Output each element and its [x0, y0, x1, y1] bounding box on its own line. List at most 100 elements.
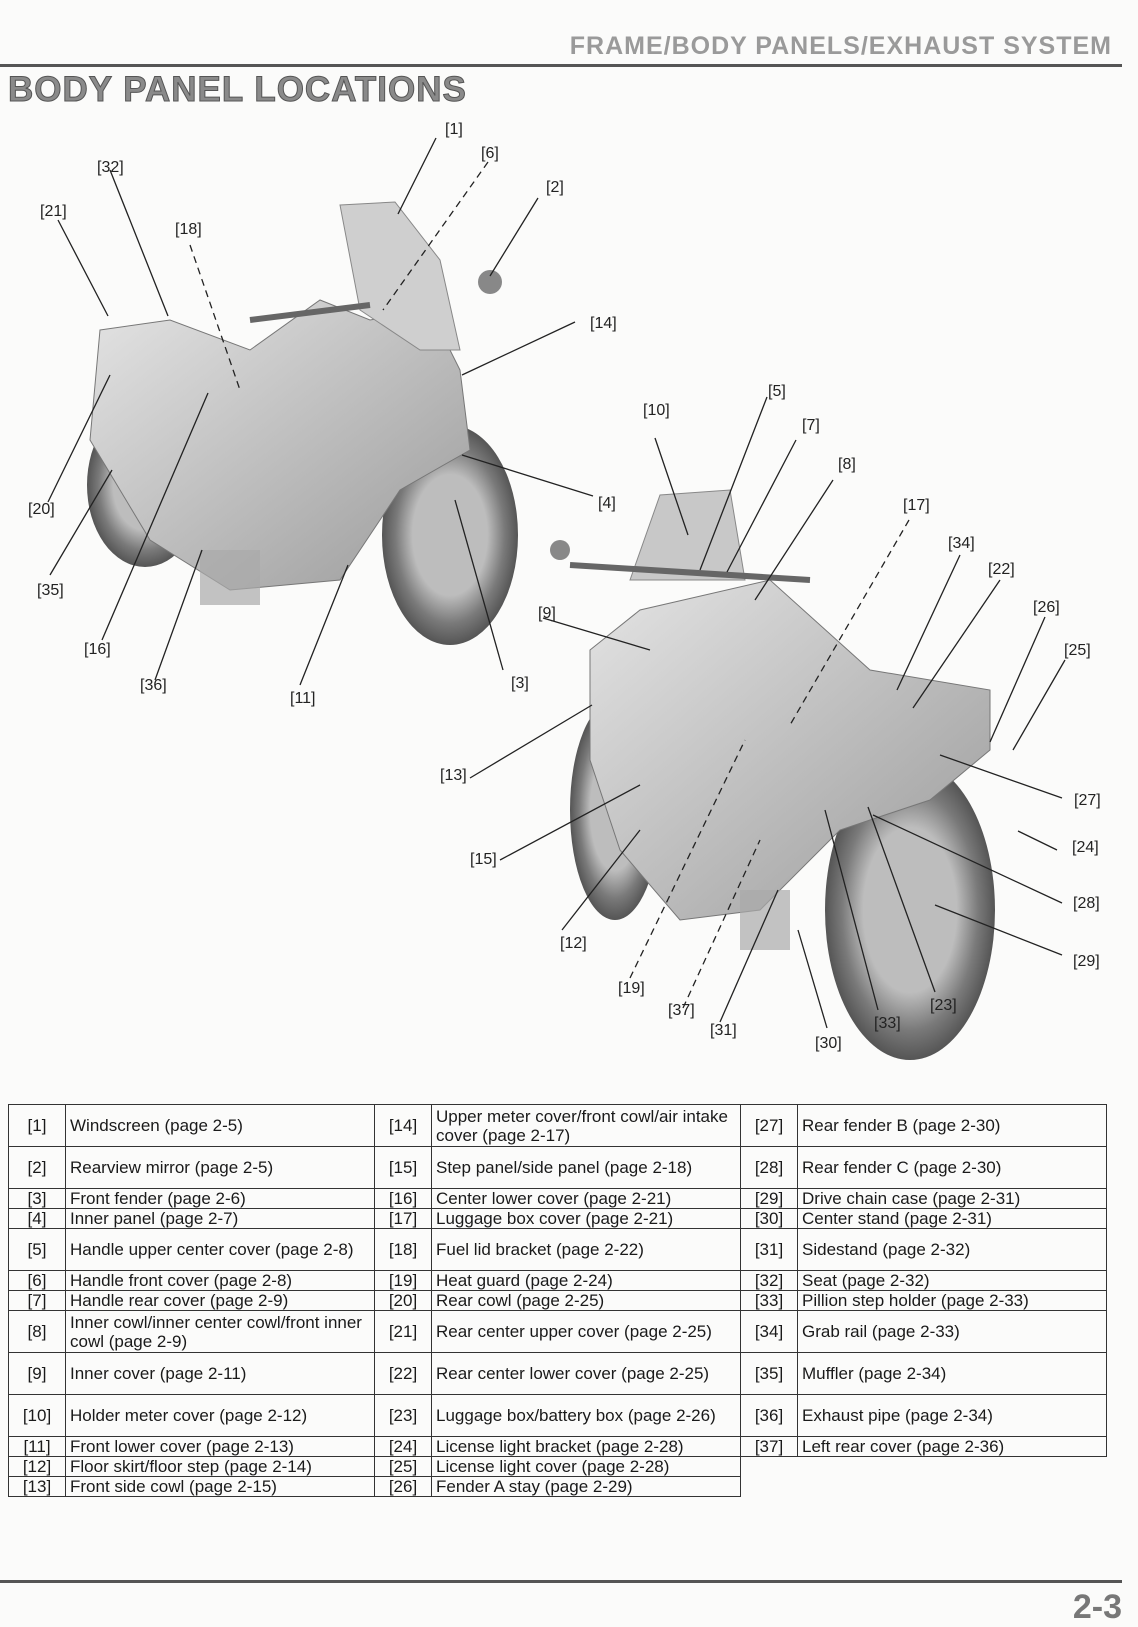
table-row: [4]Inner panel (page 2-7)[17]Luggage box…	[8, 1208, 1107, 1229]
part-number: [8]	[8, 1310, 66, 1353]
callout-8: [8]	[838, 456, 856, 473]
part-number: [17]	[374, 1208, 432, 1229]
part-name: Step panel/side panel (page 2-18)	[431, 1146, 741, 1189]
callout-24: [24]	[1072, 839, 1099, 856]
callout-27: [27]	[1074, 792, 1101, 809]
part-number: [36]	[740, 1394, 798, 1437]
part-number: [9]	[8, 1352, 66, 1395]
part-name: Luggage box/battery box (page 2-26)	[431, 1394, 741, 1437]
part-name: Exhaust pipe (page 2-34)	[797, 1394, 1107, 1437]
callout-14: [14]	[590, 315, 617, 332]
part-number: [33]	[740, 1290, 798, 1311]
table-row: [5]Handle upper center cover (page 2-8)[…	[8, 1228, 1107, 1271]
part-number: [10]	[8, 1394, 66, 1437]
table-row: [6]Handle front cover (page 2-8)[19]Heat…	[8, 1270, 1107, 1291]
callout-7: [7]	[802, 417, 820, 434]
table-row: [13]Front side cowl (page 2-15)[26]Fende…	[8, 1476, 1107, 1497]
part-number: [6]	[8, 1270, 66, 1291]
table-row: [11]Front lower cover (page 2-13)[24]Lic…	[8, 1436, 1107, 1457]
part-name: Fuel lid bracket (page 2-22)	[431, 1228, 741, 1271]
windscreen	[339, 201, 461, 351]
part-number: [30]	[740, 1208, 798, 1229]
part-name: Fender A stay (page 2-29)	[431, 1476, 741, 1497]
page-title: BODY PANEL LOCATIONS	[8, 70, 467, 110]
center-stand	[200, 550, 260, 605]
parts-table-body: [1]Windscreen (page 2-5)[14]Upper meter …	[8, 1104, 1107, 1497]
callout-37: [37]	[668, 1002, 695, 1019]
callout-30: [30]	[815, 1035, 842, 1052]
callout-23: [23]	[930, 997, 957, 1014]
leader-lines	[47, 137, 1066, 1029]
callout-11: [11]	[290, 690, 316, 707]
table-row: [10]Holder meter cover (page 2-12)[23]Lu…	[8, 1394, 1107, 1437]
callout-32: [32]	[97, 159, 124, 176]
section-title: FRAME/BODY PANELS/EXHAUST SYSTEM	[569, 32, 1112, 60]
empty-cell	[741, 1477, 1107, 1497]
callout-25: [25]	[1064, 642, 1091, 659]
part-number: [7]	[8, 1290, 66, 1311]
part-number: [32]	[740, 1270, 798, 1291]
callout-18: [18]	[175, 221, 202, 238]
part-name: Grab rail (page 2-33)	[797, 1310, 1107, 1353]
part-number: [21]	[374, 1310, 432, 1353]
part-number: [14]	[374, 1104, 432, 1147]
part-name: Muffler (page 2-34)	[797, 1352, 1107, 1395]
callout-5: [5]	[768, 383, 786, 400]
empty-cell	[741, 1457, 1107, 1477]
part-name: Handle front cover (page 2-8)	[65, 1270, 375, 1291]
callout-1: [1]	[445, 121, 463, 138]
rear-wheel-2	[825, 760, 995, 1060]
part-name: Rear cowl (page 2-25)	[431, 1290, 741, 1311]
part-name: Front fender (page 2-6)	[65, 1188, 375, 1209]
part-number: [24]	[374, 1436, 432, 1457]
handlebar	[249, 302, 371, 323]
part-number: [15]	[374, 1146, 432, 1189]
table-row: [1]Windscreen (page 2-5)[14]Upper meter …	[8, 1104, 1107, 1147]
callout-19: [19]	[618, 980, 645, 997]
callout-28: [28]	[1073, 895, 1100, 912]
part-number: [3]	[8, 1188, 66, 1209]
callout-6: [6]	[481, 145, 499, 162]
callout-36: [36]	[140, 677, 167, 694]
callout-16: [16]	[84, 641, 111, 658]
part-number: [1]	[8, 1104, 66, 1147]
part-number: [29]	[740, 1188, 798, 1209]
part-name: Rear center upper cover (page 2-25)	[431, 1310, 741, 1353]
part-name: Left rear cover (page 2-36)	[797, 1436, 1107, 1457]
part-name: Upper meter cover/front cowl/air intake …	[431, 1104, 741, 1147]
footer-rule	[0, 1580, 1122, 1583]
callout-12: [12]	[560, 935, 587, 952]
body-shape	[89, 299, 471, 591]
part-name: Rearview mirror (page 2-5)	[65, 1146, 375, 1189]
part-name: Inner panel (page 2-7)	[65, 1208, 375, 1229]
callout-29: [29]	[1073, 953, 1100, 970]
table-row: [2]Rearview mirror (page 2-5)[15]Step pa…	[8, 1146, 1107, 1189]
part-number: [23]	[374, 1394, 432, 1437]
callout-33: [33]	[874, 1015, 901, 1032]
part-number: [2]	[8, 1146, 66, 1189]
part-name: Rear center lower cover (page 2-25)	[431, 1352, 741, 1395]
callout-2: [2]	[546, 179, 564, 196]
part-name: Inner cowl/inner center cowl/front inner…	[65, 1310, 375, 1353]
callout-4: [4]	[598, 495, 616, 512]
part-number: [19]	[374, 1270, 432, 1291]
part-name: Inner cover (page 2-11)	[65, 1352, 375, 1395]
part-name: Floor skirt/floor step (page 2-14)	[65, 1456, 375, 1477]
page-number: 2-3	[1072, 1588, 1122, 1626]
table-row: [7]Handle rear cover (page 2-9)[20]Rear …	[8, 1290, 1107, 1311]
part-name: Front lower cover (page 2-13)	[65, 1436, 375, 1457]
table-row: [3]Front fender (page 2-6)[16]Center low…	[8, 1188, 1107, 1209]
table-row: [8]Inner cowl/inner center cowl/front in…	[8, 1310, 1107, 1353]
part-name: Handle upper center cover (page 2-8)	[65, 1228, 375, 1271]
part-name: Luggage box cover (page 2-21)	[431, 1208, 741, 1229]
part-name: Rear fender B (page 2-30)	[797, 1104, 1107, 1147]
table-row: [9]Inner cover (page 2-11)[22]Rear cente…	[8, 1352, 1107, 1395]
callout-35: [35]	[37, 582, 64, 599]
mirror	[478, 270, 502, 294]
part-number: [26]	[374, 1476, 432, 1497]
part-number: [5]	[8, 1228, 66, 1271]
part-number: [12]	[8, 1456, 66, 1477]
part-number: [27]	[740, 1104, 798, 1147]
part-name: Center stand (page 2-31)	[797, 1208, 1107, 1229]
part-number: [11]	[8, 1436, 66, 1457]
